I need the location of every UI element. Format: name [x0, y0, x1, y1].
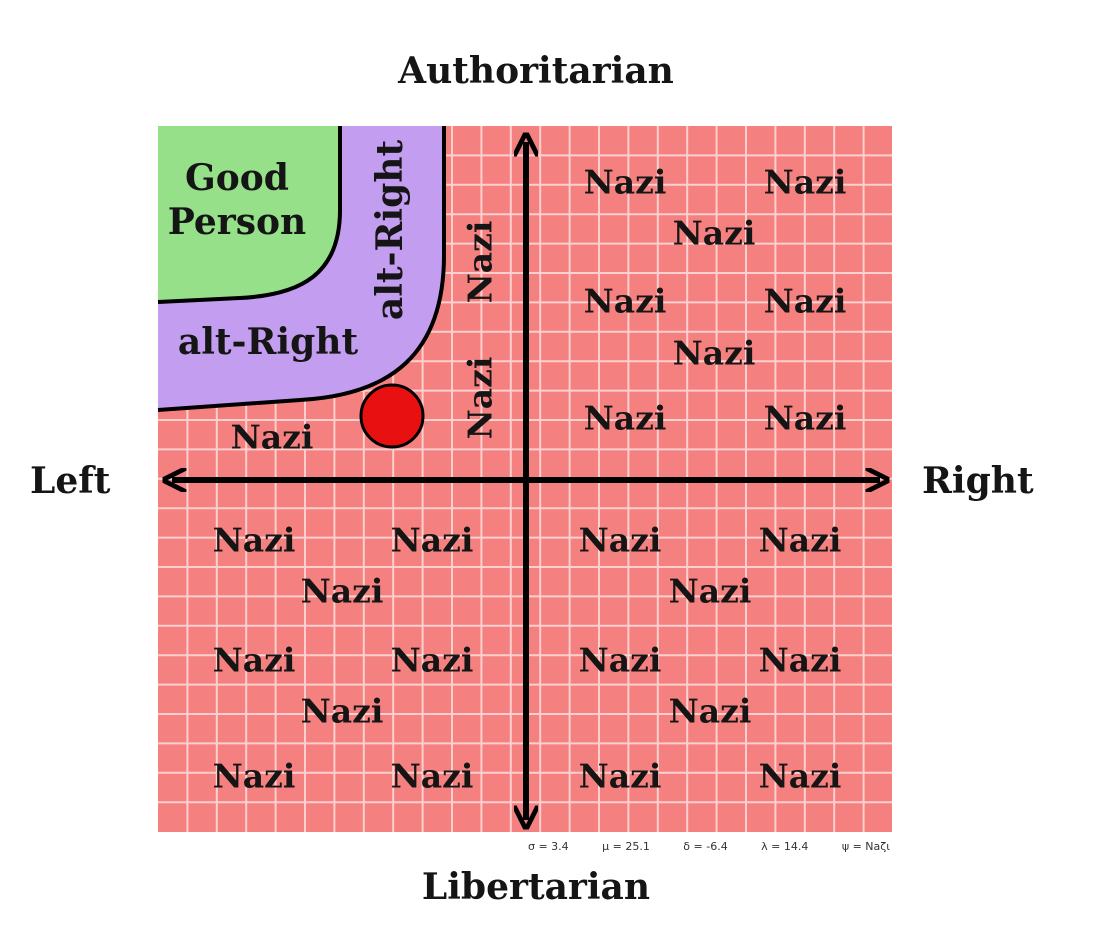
- nazi-label: Nazi: [668, 691, 752, 731]
- stat-delta: δ = -6.4: [683, 840, 728, 853]
- nazi-label: Nazi: [672, 333, 756, 373]
- good-person-boundary: [157, 126, 342, 304]
- axis-label-right: Right: [922, 460, 1034, 502]
- nazi-label: Nazi: [460, 356, 500, 440]
- nazi-label: Nazi: [460, 220, 500, 304]
- nazi-label: Nazi: [300, 571, 384, 611]
- good-label: Good: [185, 157, 289, 199]
- nazi-label: Nazi: [578, 520, 662, 560]
- stat-lambda: λ = 14.4: [761, 840, 809, 853]
- nazi-label: Nazi: [758, 756, 842, 796]
- nazi-label: Nazi: [390, 756, 474, 796]
- axis-label-libertarian: Libertarian: [421, 866, 651, 908]
- axis-label-authoritarian: Authoritarian: [398, 50, 674, 92]
- stat-sigma: σ = 3.4: [528, 840, 569, 853]
- nazi-label: Nazi: [763, 281, 847, 321]
- alt-right-horizontal-label: alt-Right: [177, 321, 359, 363]
- stat-psi: ψ = Naζι: [841, 840, 890, 853]
- nazi-label: Nazi: [763, 398, 847, 438]
- nazi-label: Nazi: [230, 417, 314, 457]
- nazi-label: Nazi: [212, 640, 296, 680]
- nazi-label: Nazi: [578, 640, 662, 680]
- nazi-label: Nazi: [668, 571, 752, 611]
- position-marker: [359, 383, 425, 449]
- nazi-label: Nazi: [758, 520, 842, 560]
- nazi-label: Nazi: [672, 213, 756, 253]
- person-label: Person: [167, 201, 307, 243]
- nazi-label: Nazi: [300, 691, 384, 731]
- axis-label-left: Left: [30, 460, 111, 502]
- nazi-label: Nazi: [583, 281, 667, 321]
- nazi-label: Nazi: [583, 162, 667, 202]
- nazi-label: Nazi: [212, 756, 296, 796]
- stat-mu: μ = 25.1: [602, 840, 650, 853]
- alt-right-vertical-label: alt-Right: [369, 139, 411, 321]
- nazi-label: Nazi: [583, 398, 667, 438]
- nazi-label: Nazi: [390, 640, 474, 680]
- nazi-label: Nazi: [758, 640, 842, 680]
- nazi-label: Nazi: [212, 520, 296, 560]
- nazi-label: Nazi: [763, 162, 847, 202]
- nazi-label: Nazi: [578, 756, 662, 796]
- good-person-region: [158, 126, 340, 302]
- statistics-footnote: σ = 3.4 μ = 25.1 δ = -6.4 λ = 14.4 ψ = N…: [528, 840, 890, 853]
- nazi-label: Nazi: [390, 520, 474, 560]
- alt-right-boundary: [157, 126, 446, 412]
